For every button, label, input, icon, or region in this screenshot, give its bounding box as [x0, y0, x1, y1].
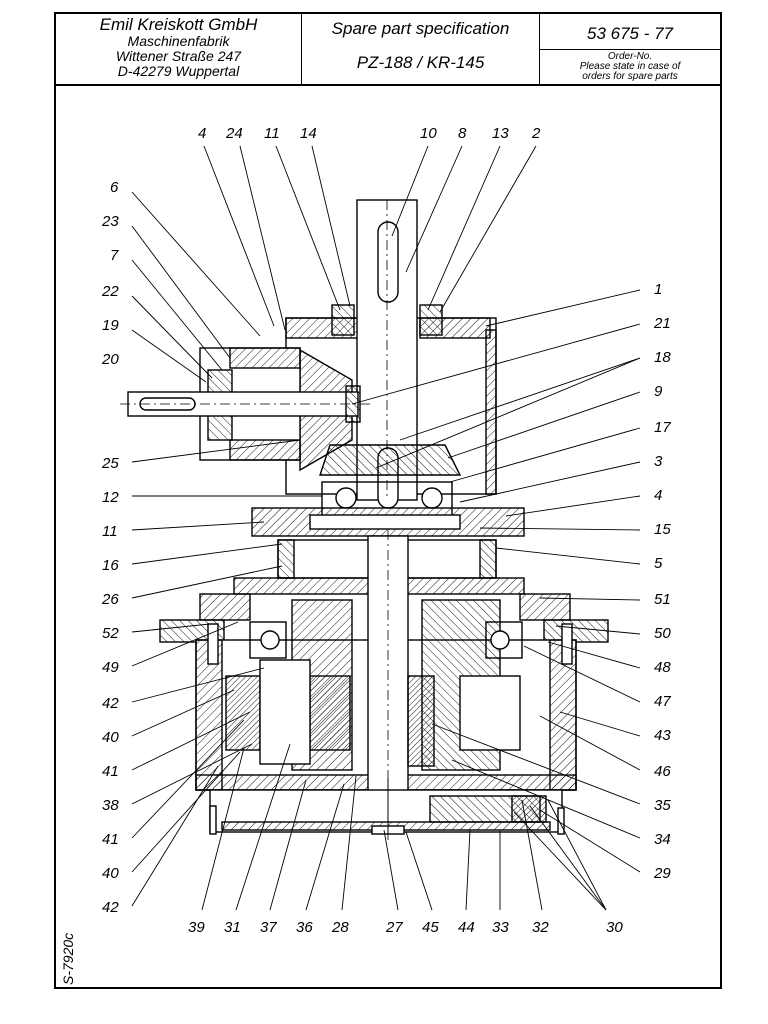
callout-label: 22: [101, 283, 119, 300]
callout-label: 12: [102, 489, 119, 506]
callout-label: 14: [300, 125, 317, 142]
callout-label: 23: [101, 213, 119, 230]
callout-label: 16: [102, 557, 119, 574]
company-line: Maschinenfabrik: [127, 33, 230, 49]
callout-label: 46: [654, 763, 671, 780]
callout-label: 24: [225, 125, 243, 142]
callout-label: 33: [492, 919, 509, 936]
title-block: Emil Kreiskott GmbH Maschinenfabrik Witt…: [56, 14, 720, 86]
drawing-code: S-7920c: [60, 932, 76, 985]
callout-label: 17: [654, 419, 671, 436]
callout-label: 37: [260, 919, 277, 936]
callout-label: 42: [102, 695, 119, 712]
order-number: 53 675 - 77: [586, 24, 673, 43]
callout-label: 26: [101, 591, 119, 608]
callout-label: 31: [224, 919, 241, 936]
callout-label: 41: [102, 763, 119, 780]
callout-label: 48: [654, 659, 671, 676]
callout-label: 35: [654, 797, 671, 814]
callout-label: 20: [101, 351, 119, 368]
order-note-line: orders for spare parts: [582, 71, 678, 82]
callout-label: 11: [102, 523, 118, 540]
callout-label: 47: [654, 693, 671, 710]
order-note-line: Order-No.: [607, 51, 653, 62]
callout-label: 18: [654, 349, 671, 366]
callout-label: 40: [102, 729, 119, 746]
callout-label: 50: [654, 625, 671, 642]
callout-label: 6: [110, 179, 119, 196]
callout-label: 11: [264, 125, 280, 142]
callout-label: 41: [102, 831, 119, 848]
callout-label: 28: [331, 919, 349, 936]
callout-label: 51: [654, 591, 671, 608]
callout-label: 4: [198, 125, 206, 142]
callout-label: 29: [653, 865, 671, 882]
spec-title: Spare part specification: [331, 19, 510, 38]
callout-label: 27: [385, 919, 403, 936]
callout-label: 9: [654, 383, 663, 400]
callout-label: 15: [654, 521, 671, 538]
callout-label: 44: [458, 919, 475, 936]
spec-block: Spare part specification PZ-188 / KR-145: [302, 14, 540, 84]
callout-label: 1: [654, 281, 662, 298]
callout-label: 8: [458, 125, 467, 142]
order-note-line: Please state in case of: [579, 61, 681, 72]
callouts-bottom: 39 31 37 36 28 27 45 44 33 32 30: [188, 919, 623, 936]
callout-label: 39: [188, 919, 205, 936]
callout-label: 10: [420, 125, 437, 142]
callout-label: 52: [102, 625, 119, 642]
callout-label: 36: [296, 919, 313, 936]
company-city: D-42279 Wuppertal: [117, 63, 240, 79]
callout-label: 43: [654, 727, 671, 744]
spec-model: PZ-188 / KR-145: [356, 53, 485, 72]
callout-label: 13: [492, 125, 509, 142]
callouts-top: 4 24 11 14 10 8 13 2: [198, 125, 541, 142]
callout-label: 49: [102, 659, 119, 676]
company-address: Wittener Straße 247: [115, 48, 242, 64]
drawing-sheet: Emil Kreiskott GmbH Maschinenfabrik Witt…: [54, 12, 722, 989]
company-name: Emil Kreiskott GmbH: [99, 15, 258, 34]
company-block: Emil Kreiskott GmbH Maschinenfabrik Witt…: [56, 14, 302, 84]
callout-label: 45: [422, 919, 439, 936]
machine-outline: [120, 199, 609, 840]
leader-lines: [131, 145, 641, 911]
callout-label: 32: [532, 919, 549, 936]
callout-label: 21: [653, 315, 671, 332]
callout-label: 38: [102, 797, 119, 814]
callout-label: 42: [102, 899, 119, 916]
callout-label: 34: [654, 831, 671, 848]
callout-label: 5: [654, 555, 663, 572]
callout-label: 25: [101, 455, 119, 472]
callouts-right: 1 21 18 9 17 3 4 15 5 51 50 48 47 43 46 …: [653, 281, 671, 882]
callout-label: 2: [531, 125, 541, 142]
callout-label: 30: [606, 919, 623, 936]
order-block: 53 675 - 77 Order-No. Please state in ca…: [540, 14, 720, 84]
order-divider: [540, 49, 720, 50]
callout-label: 3: [654, 453, 663, 470]
callouts-left: 6 23 7 22 19 20 25 12 11 16 26 52 49 42 …: [101, 179, 119, 916]
order-note: Order-No. Please state in case of orders…: [540, 52, 720, 82]
callout-label: 7: [110, 247, 119, 264]
callout-label: 4: [654, 487, 662, 504]
callout-label: 19: [102, 317, 119, 334]
callout-label: 40: [102, 865, 119, 882]
